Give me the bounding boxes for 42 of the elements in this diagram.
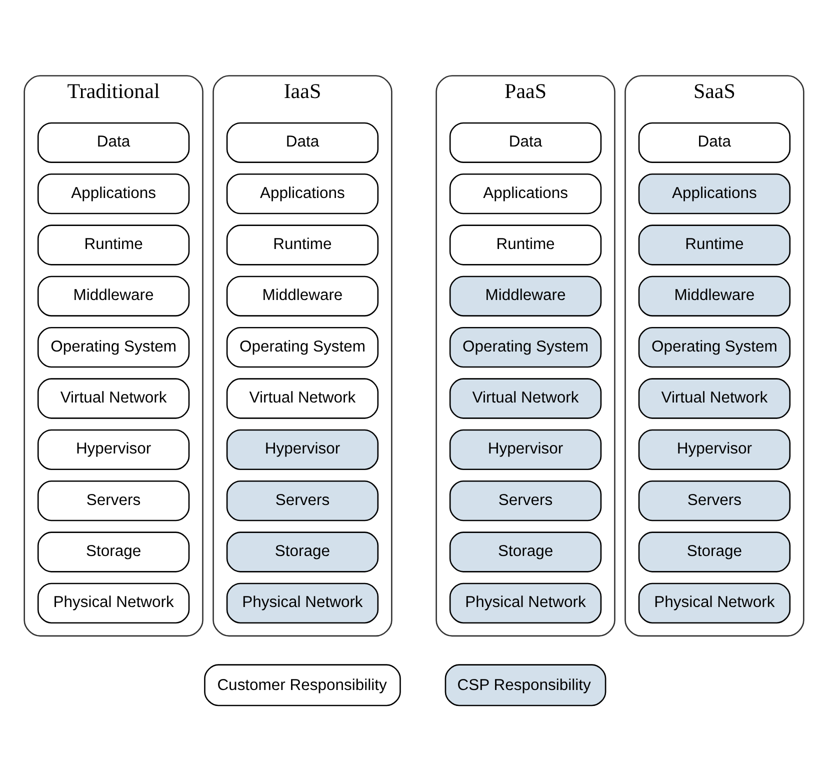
node-box: Applications [226,174,379,214]
node-box: Operating System [37,327,190,368]
node-box: Data [638,122,791,163]
node-box: Middleware [638,276,791,316]
node-box: Hypervisor [226,429,379,470]
legend-label: Customer Responsibility [217,676,387,694]
legend-label: CSP Responsibility [457,676,591,694]
node-box: Storage [37,532,190,572]
node-box: Middleware [226,276,379,316]
node-box: Virtual Network [449,378,602,419]
node-box: Runtime [449,224,602,266]
node-box: Middleware [37,276,190,316]
node-box: Servers [638,480,791,522]
node-box: Servers [226,480,379,522]
node-box: Data [449,122,602,163]
node-box: Physical Network [37,582,190,624]
node-box: Operating System [226,327,379,368]
node-box: Applications [449,174,602,214]
node-box: Storage [638,532,791,572]
node-box: Data [37,122,190,163]
node-box: Hypervisor [449,429,602,470]
node-box: Hypervisor [638,429,791,470]
node-box: Storage [449,532,602,572]
node-box: Applications [37,174,190,214]
node-box: Runtime [226,224,379,266]
node-box: Operating System [449,327,602,368]
node-box: Runtime [638,224,791,266]
node-box: Data [226,122,379,163]
node-box: Middleware [449,276,602,316]
node-box: Servers [449,480,602,522]
node-box: Applications [638,174,791,214]
node-box: Virtual Network [226,378,379,419]
node-box: Virtual Network [638,378,791,419]
node-box: Hypervisor [37,429,190,470]
node-box: Physical Network [226,582,379,624]
node-box: Servers [37,480,190,522]
node-box: Physical Network [449,582,602,624]
node-box: Storage [226,532,379,572]
node-box: Virtual Network [37,378,190,419]
node-box: Runtime [37,224,190,266]
node-box: Physical Network [638,582,791,624]
node-box: Operating System [638,327,791,368]
